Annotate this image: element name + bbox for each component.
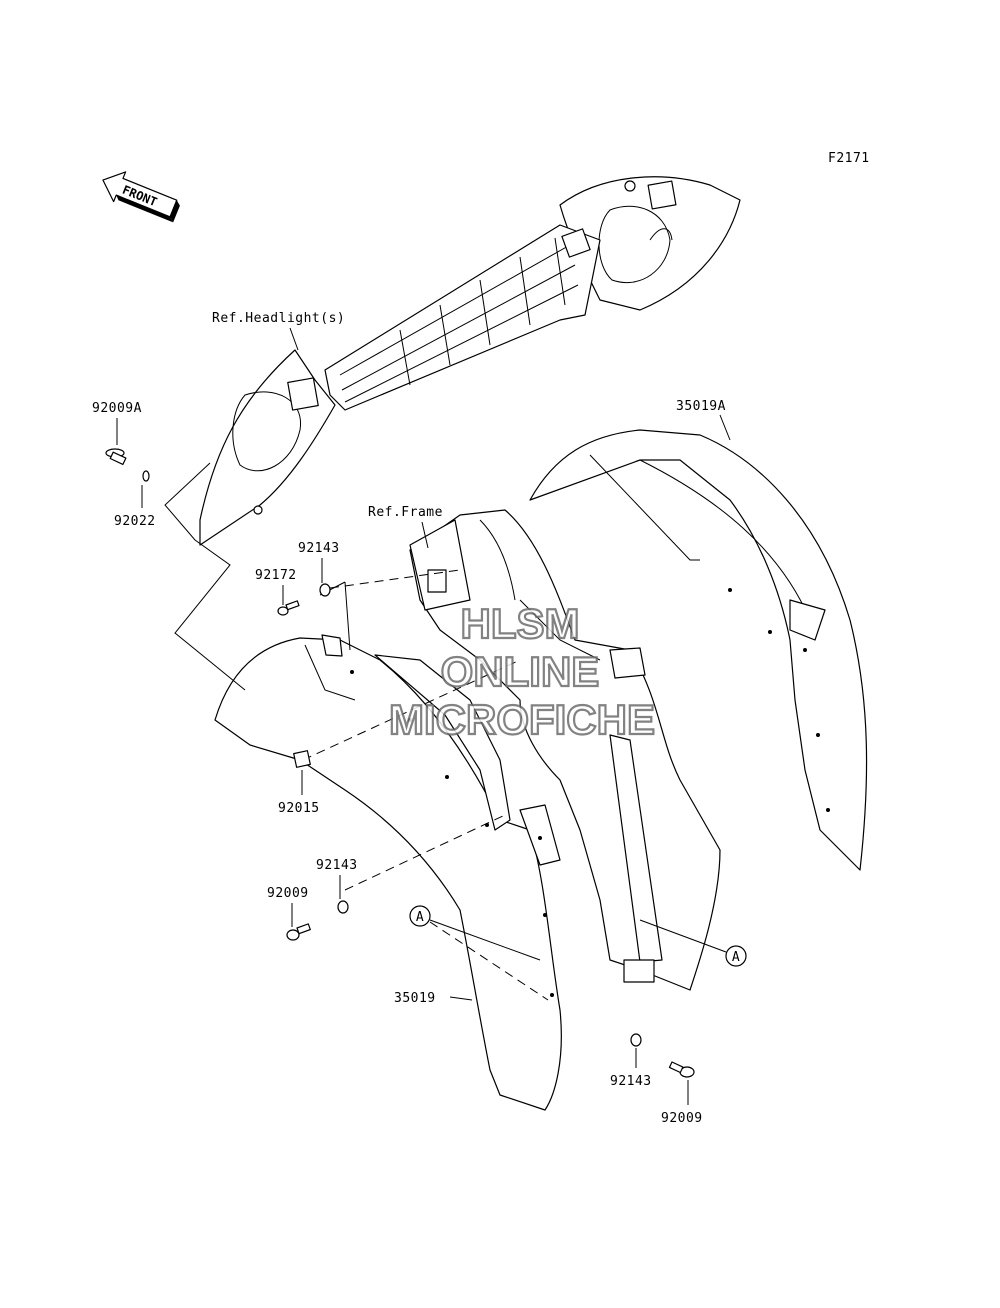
frame-reference [409,509,721,991]
watermark: HLSM ONLINE MICROFICHE [388,599,656,744]
watermark-line2: ONLINE [441,648,600,695]
washer-92143-top-icon [319,583,331,597]
ref-a-right-label: A [732,950,740,965]
callout-92143-mid: 92143 [316,858,358,873]
fender-35019a [529,429,868,871]
watermark-line3: MICROFICHE [389,696,655,743]
callout-92009-bottom: 92009 [661,1111,703,1126]
ref-headlight-label: Ref.Headlight(s) [212,311,345,326]
figure-code: F2171 [828,151,870,166]
bolt-92009a-icon [105,448,127,466]
reference-marker-a-right: A [725,945,747,967]
callout-92015: 92015 [278,801,320,816]
callout-92143-bottom: 92143 [610,1074,652,1089]
callout-92022: 92022 [114,514,156,529]
callout-35019: 35019 [394,991,436,1006]
ref-frame-label: Ref.Frame [368,505,443,520]
washer-92143-bottom-icon [630,1033,642,1047]
callout-92009-left: 92009 [267,886,309,901]
callout-92172: 92172 [255,568,297,583]
front-direction-arrow-icon: FRONT [102,171,180,223]
reference-marker-a-left: A [409,905,431,927]
washer-92143-mid-icon [337,900,349,914]
bolt-92009-left-icon [286,923,311,941]
washer-92022-icon [142,470,150,482]
callout-35019a: 35019A [676,399,726,414]
watermark-line1: HLSM [461,600,580,647]
bolt-92009-bottom-icon [668,1061,695,1078]
headlight-assembly [199,176,741,546]
ref-a-left-label: A [416,910,424,925]
callout-92143-top: 92143 [298,541,340,556]
callout-92009a: 92009A [92,401,142,416]
clip-92015-icon [293,750,311,768]
screw-92172-icon [277,600,300,616]
